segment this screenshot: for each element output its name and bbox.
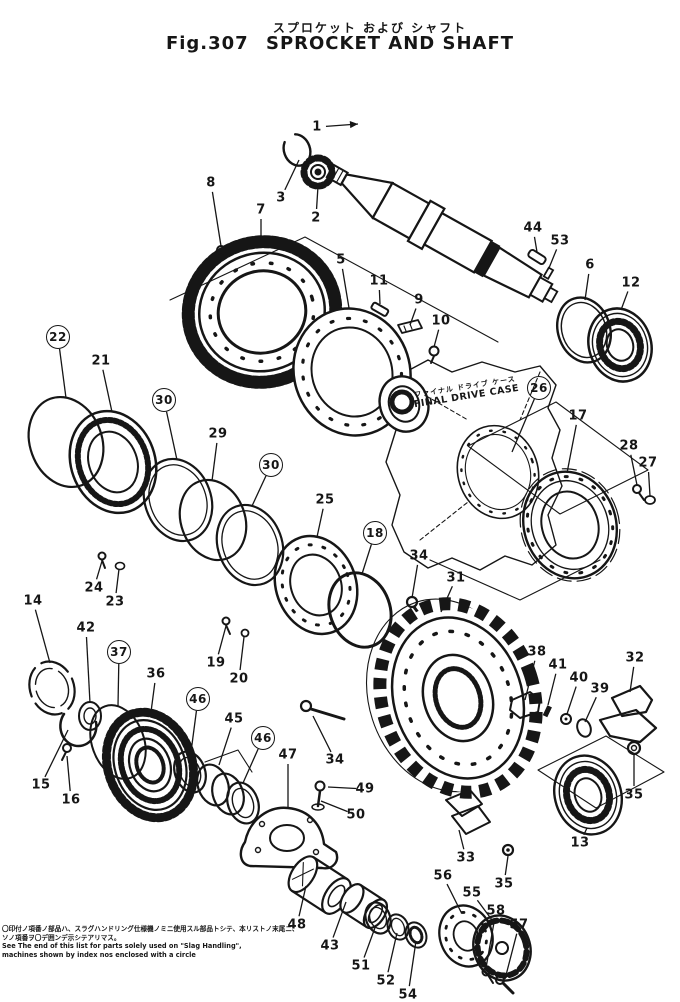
mounting-hardware-right [501,684,658,857]
callout-7: 7 [256,202,266,218]
callout-38: 38 [527,644,547,660]
callout-34: 34 [409,548,429,564]
callout-46: 46 [186,687,210,711]
callout-35: 35 [624,787,644,803]
callout-52: 52 [376,973,396,989]
callout-53: 53 [550,233,570,249]
callout-42: 42 [76,620,96,636]
sprocket-bolts [299,699,346,811]
small-fasteners-top [216,245,555,364]
callout-34: 34 [325,752,345,768]
callout-41: 41 [548,657,568,673]
callout-55: 55 [462,885,482,901]
callout-50: 50 [346,807,366,823]
callout-31: 31 [446,570,466,586]
callout-19: 19 [206,655,226,671]
callout-20: 20 [229,671,249,687]
bushing-drawing [339,883,389,930]
callout-15: 15 [31,777,51,793]
callout-leader-lines [34,120,651,987]
footnote-jp-line1: 〇印付ノ項番ノ部品ハ、スラグハンドリング仕様機ノミニ使用スル部品トシテ、本リスト… [2,925,299,933]
callout-1: 1 [312,119,322,135]
callout-44: 44 [523,220,543,236]
callout-12: 12 [621,275,641,291]
callout-18: 18 [363,521,387,545]
callout-35: 35 [494,876,514,892]
figure-number: Fig.307 [165,32,249,54]
callout-16: 16 [61,792,81,808]
figure-title-english: SPROCKET AND SHAFT [265,32,515,54]
callout-51: 51 [351,958,371,974]
footnote-jp-line2: ソノ項番ヲ〇デ囲ンデ示シテアリマス。 [2,933,121,942]
callout-30: 30 [259,453,283,477]
callout-9: 9 [414,292,424,308]
callout-47: 47 [278,747,298,763]
figure-title: スプロケット および シャフト Fig.307 SPROCKET AND SHA… [0,22,680,53]
callout-26: 26 [527,376,551,400]
sprocket-drawing [365,597,543,799]
oring-drawing [556,296,612,364]
callout-28: 28 [619,438,639,454]
callout-36: 36 [146,666,166,682]
guard-brackets-drawing [445,789,491,835]
hub-carrier-drawing [292,307,430,437]
callout-32: 32 [625,650,645,666]
callout-58: 58 [486,903,506,919]
callout-49: 49 [355,781,375,797]
callout-48: 48 [287,917,307,933]
footnote-en-line1: See The end of this list for parts solel… [2,942,242,951]
callout-56: 56 [433,868,453,884]
callout-30: 30 [152,388,176,412]
callout-39: 39 [590,681,610,697]
callout-2: 2 [311,210,321,226]
callout-25: 25 [315,492,335,508]
callout-29: 29 [208,426,228,442]
roller-bearing-drawing [553,754,623,836]
snap-ring-drawing [282,133,312,167]
callout-11: 11 [369,273,389,289]
callout-3: 3 [276,190,286,206]
callout-57: 57 [509,917,529,933]
callout-5: 5 [336,252,346,268]
callout-10: 10 [431,313,451,329]
callout-23: 23 [105,594,125,610]
callout-33: 33 [456,850,476,866]
callout-45: 45 [224,711,244,727]
hub-drum-group-drawing [28,660,260,825]
callout-17: 17 [568,408,588,424]
callout-54: 54 [398,987,418,1002]
seal-ring-series-drawing [27,395,393,649]
callout-21: 21 [91,353,111,369]
final-drive-case-drawing [385,359,563,571]
footnote: 〇印付ノ項番ノ部品ハ、スラグハンドリング仕様機ノミニ使用スル部品トシテ、本リスト… [2,925,299,959]
callout-46: 46 [251,726,275,750]
callout-6: 6 [585,257,595,273]
callout-22: 22 [46,325,70,349]
ball-bearing-drawing [587,307,653,383]
callout-8: 8 [206,175,216,191]
callout-37: 37 [107,640,131,664]
bevel-gear-drawing [181,235,343,389]
retainer-ring-drawing [519,468,621,582]
seal-set-drawing [364,901,428,949]
callout-40: 40 [569,670,589,686]
callout-13: 13 [570,835,590,851]
footnote-en-line2: machines shown by index nos enclosed wit… [2,950,196,959]
bearing-bracket-drawing [239,806,339,870]
end-cover-drawing [438,904,532,995]
callout-27: 27 [638,455,658,471]
callout-24: 24 [84,580,104,596]
callout-43: 43 [320,938,340,954]
callout-14: 14 [23,593,43,609]
figure-title-japanese: スプロケット および シャフト [272,21,468,35]
